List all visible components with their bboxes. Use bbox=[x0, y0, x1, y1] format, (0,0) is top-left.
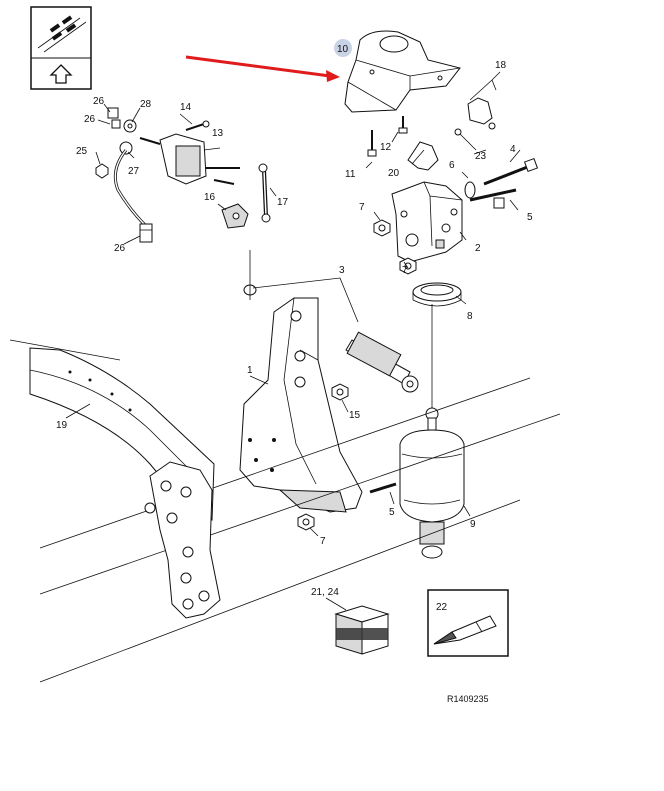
sealant-tube-box-22 bbox=[427, 589, 509, 657]
orientation-inset bbox=[30, 6, 92, 90]
air-spring-9 bbox=[399, 407, 465, 559]
callout-27: 27 bbox=[128, 166, 140, 177]
fitting-26-upper bbox=[107, 107, 119, 119]
forward-arrow-icon bbox=[49, 64, 73, 84]
callout-10: 10 bbox=[337, 44, 349, 55]
bolt-5-upper bbox=[469, 188, 517, 209]
screw-11 bbox=[367, 130, 377, 157]
callout-4: 4 bbox=[510, 144, 516, 155]
callout-26-hose: 26 bbox=[114, 243, 126, 254]
clip-20 bbox=[407, 141, 439, 171]
bolt-23 bbox=[454, 128, 477, 151]
callout-5-upper: 5 bbox=[527, 212, 533, 223]
callout-12: 12 bbox=[380, 142, 392, 153]
callout-7-left: 7 bbox=[359, 202, 365, 213]
callout-19: 19 bbox=[56, 420, 68, 431]
leader-lines bbox=[65, 71, 521, 537]
callout-18: 18 bbox=[495, 60, 507, 71]
fitting-26-mid bbox=[111, 119, 121, 129]
bracket-16 bbox=[221, 203, 249, 229]
nut-7-left bbox=[373, 219, 391, 237]
bracket-18 bbox=[467, 79, 497, 130]
callout-5-lower: 5 bbox=[389, 507, 395, 518]
screw-12 bbox=[398, 116, 408, 134]
callout-23: 23 bbox=[475, 151, 487, 162]
callout-22: 22 bbox=[436, 602, 448, 613]
callout-15: 15 bbox=[349, 410, 361, 421]
callout-7-bottom: 7 bbox=[320, 536, 326, 547]
callout-16: 16 bbox=[204, 192, 216, 203]
callout-26-top: 26 bbox=[93, 96, 105, 107]
red-pointer-arrow bbox=[185, 55, 340, 82]
callout-20: 20 bbox=[388, 168, 400, 179]
fitting-27 bbox=[119, 141, 133, 155]
nut-7-bottom bbox=[297, 513, 315, 531]
callout-26-mid: 26 bbox=[84, 114, 96, 125]
bolt-5-lower bbox=[369, 482, 397, 494]
callout-3: 3 bbox=[339, 265, 345, 276]
callout-2: 2 bbox=[475, 243, 481, 254]
callout-7-lower: 7 bbox=[402, 265, 408, 276]
cross-member-bracket bbox=[144, 461, 221, 619]
spring-bracket-1 bbox=[239, 297, 363, 513]
reference-code: R1409235 bbox=[447, 694, 489, 704]
hose-end-26 bbox=[139, 223, 153, 243]
callout-25: 25 bbox=[76, 146, 88, 157]
callout-14: 14 bbox=[180, 102, 192, 113]
callout-17: 17 bbox=[277, 197, 289, 208]
upper-bracket-10 bbox=[344, 30, 461, 113]
callout-21-24: 21, 24 bbox=[311, 587, 339, 598]
washer-6 bbox=[464, 181, 476, 199]
callout-9: 9 bbox=[470, 519, 476, 530]
callout-28: 28 bbox=[140, 99, 152, 110]
level-sensor-13 bbox=[139, 133, 240, 185]
kit-box-21-24 bbox=[325, 597, 390, 655]
mount-housing-2 bbox=[391, 181, 463, 263]
fitting-28 bbox=[123, 119, 137, 133]
callout-11: 11 bbox=[345, 169, 356, 180]
chassis-orientation-icon bbox=[37, 15, 87, 53]
air-hose bbox=[113, 149, 148, 228]
link-rod-17 bbox=[258, 163, 271, 223]
chassis-frame-lines bbox=[9, 339, 561, 683]
callout-1: 1 bbox=[247, 365, 253, 376]
seal-ring-8 bbox=[412, 282, 462, 307]
nut-25 bbox=[95, 163, 109, 179]
callout-6: 6 bbox=[449, 160, 455, 171]
screw-14 bbox=[185, 120, 210, 131]
highlight-marker-10 bbox=[334, 39, 352, 57]
callout-labels: 10 18 12 11 23 4 6 20 5 7 2 7 8 3 1 15 1… bbox=[56, 44, 533, 704]
callout-8: 8 bbox=[467, 311, 473, 322]
nut-15 bbox=[331, 383, 349, 401]
shock-absorber-3 bbox=[243, 284, 419, 393]
bolt-4 bbox=[483, 157, 539, 186]
callout-13: 13 bbox=[212, 128, 224, 139]
